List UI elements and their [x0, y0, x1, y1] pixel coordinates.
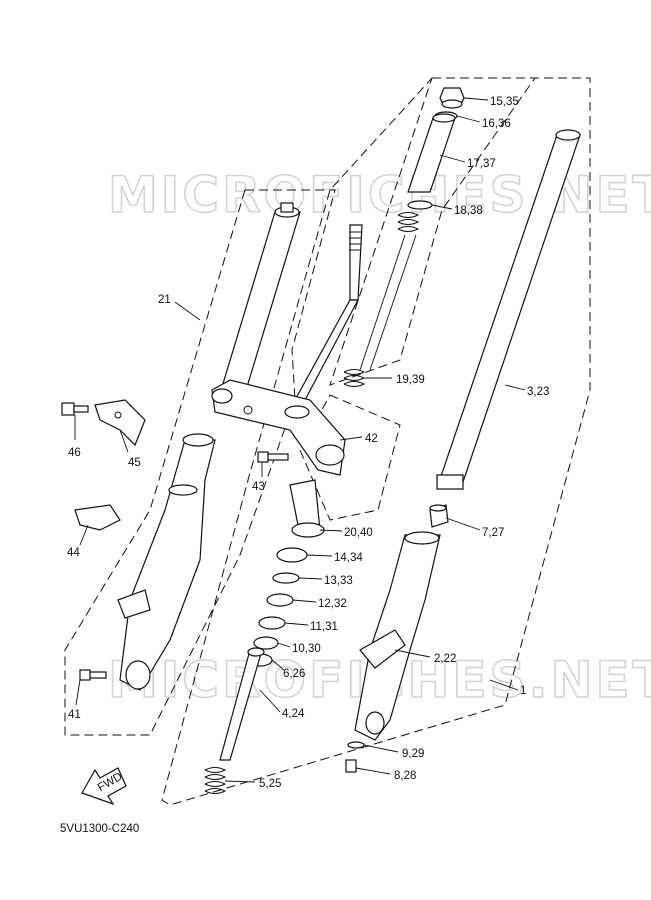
- diagram-code: 5VU1300-C240: [60, 823, 139, 835]
- callout-18-38: 18,38: [454, 205, 483, 217]
- callout-7-27: 7,27: [482, 527, 504, 539]
- callout-15-35: 15,35: [490, 96, 519, 108]
- fwd-arrow: FWD: [81, 767, 127, 806]
- callout-16-36: 16,36: [482, 118, 511, 130]
- watermark-top: MICROFICHES.NET: [108, 166, 651, 224]
- cable-guide-45: [94, 399, 146, 447]
- clamp-44: [74, 504, 121, 531]
- right-lower-leg: [354, 531, 441, 741]
- callout-19-39: 19,39: [396, 374, 425, 386]
- callout-11-31: 11,31: [310, 621, 338, 633]
- callout-1: 1: [520, 685, 526, 697]
- bolt-41: [79, 669, 107, 681]
- dust-seal: [289, 479, 325, 538]
- rebound-spring: [204, 767, 227, 794]
- callout-46: 46: [68, 447, 81, 459]
- leader-lines: [74, 97, 526, 783]
- callout-8-28: 8,28: [394, 770, 416, 782]
- oil-lock-piece: [429, 504, 449, 528]
- callout-45: 45: [128, 457, 141, 469]
- callout-13-33: 13,33: [324, 575, 353, 587]
- washer-9: [347, 741, 365, 749]
- spring-seat-washer: [407, 200, 433, 210]
- oil-seal-12: [266, 593, 294, 607]
- left-fork-assembly-outline: [64, 189, 336, 736]
- callout-4-24: 4,24: [282, 708, 305, 720]
- right-fork-assembly-outline: [161, 77, 591, 806]
- bolt-8: [345, 759, 357, 773]
- callout-44: 44: [67, 547, 80, 559]
- under-bracket: [211, 379, 346, 476]
- callout-43: 43: [252, 481, 265, 493]
- clip-13: [272, 572, 300, 584]
- callout-42: 42: [365, 433, 378, 445]
- callout-17-37: 17,37: [467, 158, 496, 170]
- washer-11: [258, 616, 286, 630]
- callout-3-23: 3,23: [527, 386, 549, 398]
- fork-spring-lower: [343, 369, 366, 387]
- steering-stem: [293, 224, 363, 401]
- callout-21: 21: [158, 294, 171, 306]
- bolt-43: [257, 451, 289, 463]
- spacer-tube: [407, 113, 456, 193]
- callout-20-40: 20,40: [344, 527, 373, 539]
- callout-10-30: 10,30: [292, 643, 321, 655]
- damper-rod: [219, 647, 265, 761]
- bolt-46: [61, 402, 89, 416]
- cap-bolt: [439, 87, 465, 109]
- callout-2-22: 2,22: [434, 653, 456, 665]
- fork-spring-upper: [359, 212, 420, 371]
- callout-14-34: 14,34: [334, 552, 363, 564]
- seal-14: [276, 547, 308, 563]
- bushing-10: [253, 636, 279, 650]
- callout-9-29: 9,29: [402, 748, 424, 760]
- callout-6-26: 6,26: [283, 668, 305, 680]
- callout-41: 41: [68, 709, 81, 721]
- right-inner-tube: [436, 129, 581, 490]
- left-lower-leg: [117, 433, 216, 691]
- callout-12-32: 12,32: [318, 598, 347, 610]
- callout-5-25: 5,25: [259, 778, 281, 790]
- left-outer-tube: [214, 202, 301, 411]
- cap-spring-group-outline: [329, 77, 536, 386]
